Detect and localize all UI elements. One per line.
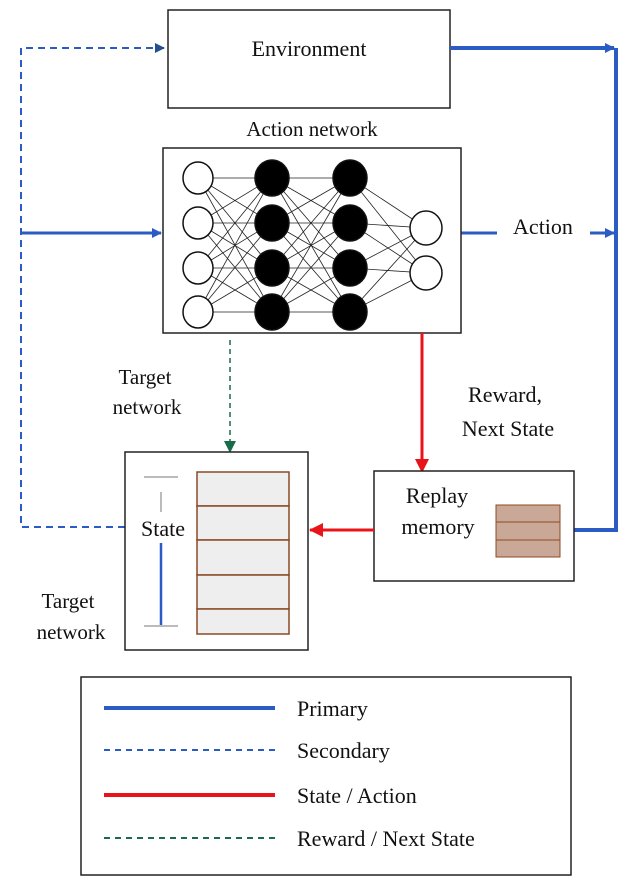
target-network-lower-line2: network <box>37 620 106 644</box>
legend-label: State / Action <box>297 783 417 808</box>
nn-node <box>182 206 214 240</box>
nn-connection <box>271 222 351 313</box>
legend-label: Primary <box>297 696 368 721</box>
nn-node <box>254 249 290 287</box>
neural-network <box>182 159 443 331</box>
target-network-lower-line1: Target <box>42 589 95 613</box>
nn-node <box>332 293 368 331</box>
memory-cells <box>495 504 561 558</box>
environment-box <box>167 9 451 109</box>
legend-item: State / Action <box>104 783 417 808</box>
nn-connection <box>271 177 351 313</box>
nn-node <box>332 204 368 242</box>
nn-node <box>182 295 214 329</box>
nn-node <box>182 161 214 195</box>
state-stack <box>196 471 290 635</box>
action-network-title: Action network <box>246 117 378 141</box>
target-network-upper-line2: network <box>113 395 182 419</box>
nn-node <box>254 159 290 197</box>
legend-item: Reward / Next State <box>104 826 475 851</box>
state-label: State <box>141 516 185 541</box>
environment-label: Environment <box>252 36 367 61</box>
nn-node <box>332 249 368 287</box>
legend-label: Secondary <box>297 738 390 763</box>
secondary-loop <box>20 43 165 528</box>
nn-node <box>254 204 290 242</box>
nn-node <box>332 159 368 197</box>
nn-node <box>182 251 214 285</box>
replay-label-line1: Replay <box>406 483 468 508</box>
reward-label-line1: Reward, <box>468 382 542 407</box>
action-label: Action <box>513 214 573 239</box>
nn-node <box>254 293 290 331</box>
nn-connection <box>197 177 273 313</box>
nn-connection <box>197 177 273 269</box>
nn-node <box>409 210 443 246</box>
target-network-upper-line1: Target <box>119 365 172 389</box>
nn-connection <box>271 177 351 269</box>
legend-item: Secondary <box>104 738 390 763</box>
state-bracket <box>144 476 178 627</box>
nn-connection <box>197 222 273 313</box>
legend-label: Reward / Next State <box>297 826 475 851</box>
reward-label-line2: Next State <box>462 416 554 441</box>
nn-connection <box>349 227 427 313</box>
legend-item: Primary <box>104 696 368 721</box>
nn-node <box>409 255 443 291</box>
replay-label-line2: memory <box>401 514 474 539</box>
